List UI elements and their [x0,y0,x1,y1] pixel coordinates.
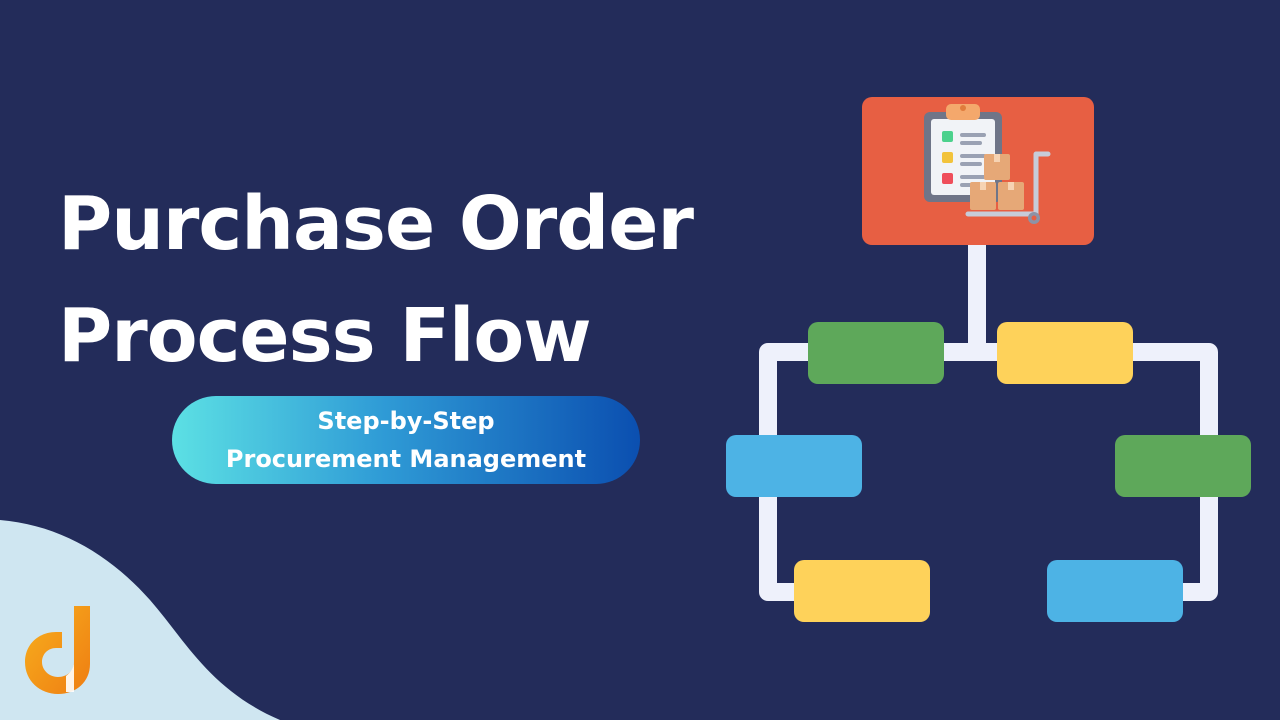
subtitle-pill: Step-by-Step Procurement Management [172,396,640,484]
flow-node-yellow-bottom [794,560,930,622]
flow-node-green-right [1115,435,1251,497]
page-title: Purchase Order Process Flow [58,168,758,392]
subtitle-line-2: Procurement Management [225,445,587,473]
brand-logo-icon [25,606,90,694]
connector-lines [759,231,1218,601]
top-node [862,97,1094,245]
flow-node-yellow-top [997,322,1133,384]
flow-node-blue-left [726,435,862,497]
flow-node-green-top [808,322,944,384]
clipboard-cart-icon [924,104,1051,224]
flow-node-blue-bottom [1047,560,1183,622]
title-line-2: Process Flow [58,293,592,379]
subtitle-line-1: Step-by-Step [317,407,495,435]
title-line-1: Purchase Order [58,181,694,267]
